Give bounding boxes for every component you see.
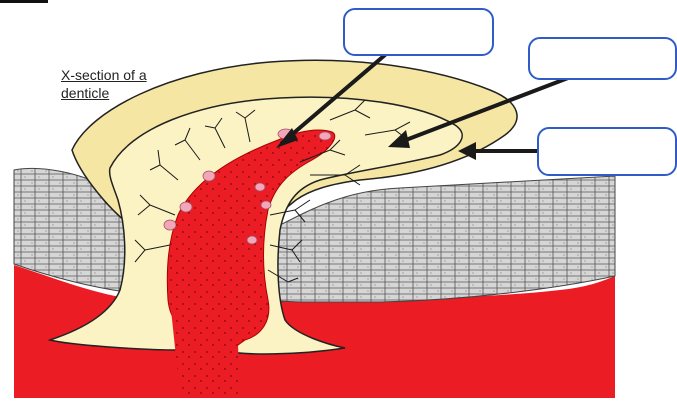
label-box-right[interactable] (537, 127, 677, 176)
caption-line-2: denticle (61, 84, 181, 102)
label-box-upper-right[interactable] (528, 37, 677, 80)
caption-line-1: X-section of a (61, 66, 181, 84)
diagram-caption: X-section of a denticle (61, 66, 181, 102)
label-box-top[interactable] (343, 8, 494, 56)
